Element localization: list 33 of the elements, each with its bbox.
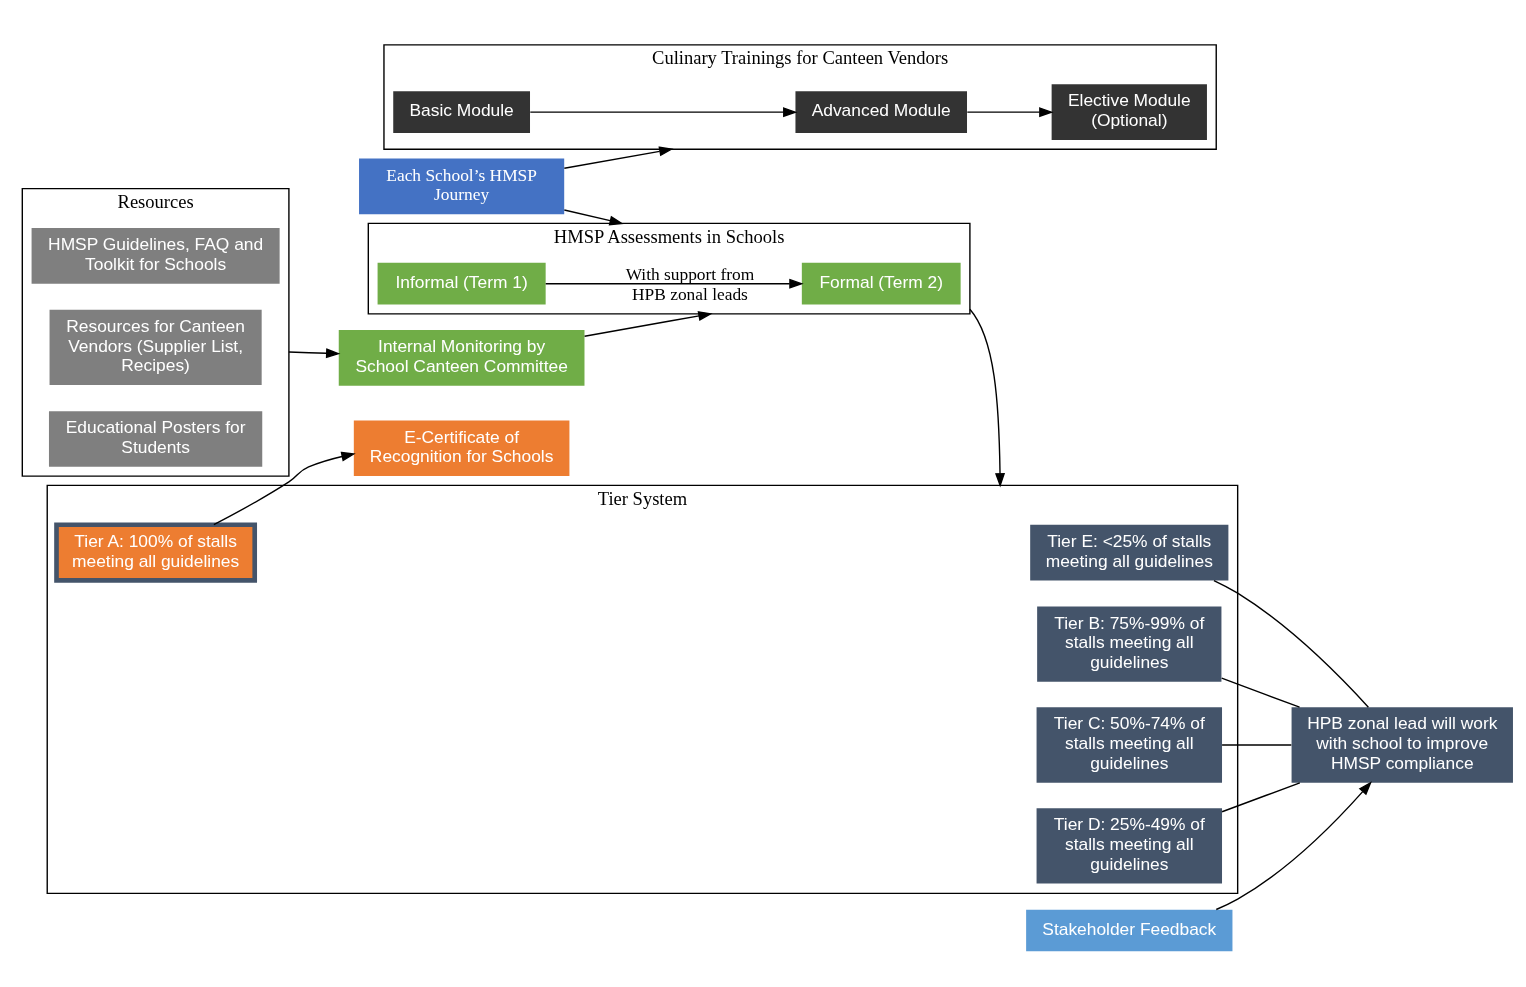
connector [1221,782,1301,813]
arrow [563,146,674,169]
node-box: HPB zonal lead will work with school to improve HMSP compliance [1291,707,1513,783]
node-box: E-Certificate of Recognition for Schools [353,420,570,477]
node-box: Basic Module [393,91,530,133]
arrow [966,107,1054,118]
connector [1213,579,1370,708]
arrow [969,308,1006,488]
node-box: Educational Posters for Students [48,411,263,467]
node-box: HMSP Guidelines, FAQ and Toolkit for Schools [31,228,280,284]
arrow [563,209,624,226]
connector [1221,744,1292,746]
arrow [1215,781,1372,911]
node-box: Elective Module (Optional) [1051,84,1207,140]
node-box: Tier A: 100% of stalls meeting all guidelines [54,522,258,583]
node-box: Advanced Module [795,91,967,133]
node-box: Formal (Term 2) [801,262,961,305]
node-box: Tier D: 25%-49% of stalls meeting all guidelines [1036,808,1222,884]
arrow [288,348,341,359]
connector [1221,677,1301,708]
arrow [545,278,804,289]
node-box: Tier C: 50%-74% of stalls meeting all guidelines [1036,707,1222,783]
node-box: Informal (Term 1) [377,262,546,305]
edge-label: With support from HPB zonal leads [625,265,755,304]
node-box: Each School’s HMSP Journey [359,158,565,215]
node-box: Stakeholder Feedback [1026,909,1233,952]
node-box: Tier B: 75%-99% of stalls meeting all guidelines [1037,606,1222,682]
node-box: Internal Monitoring by School Canteen Committee [338,330,585,386]
arrow [529,107,798,118]
node-box: Tier E: <25% of stalls meeting all guidelines [1030,524,1229,581]
arrow [213,451,356,526]
arrow [583,311,713,337]
node-box: Resources for Canteen Vendors (Supplier List, Recipes) [49,309,262,386]
